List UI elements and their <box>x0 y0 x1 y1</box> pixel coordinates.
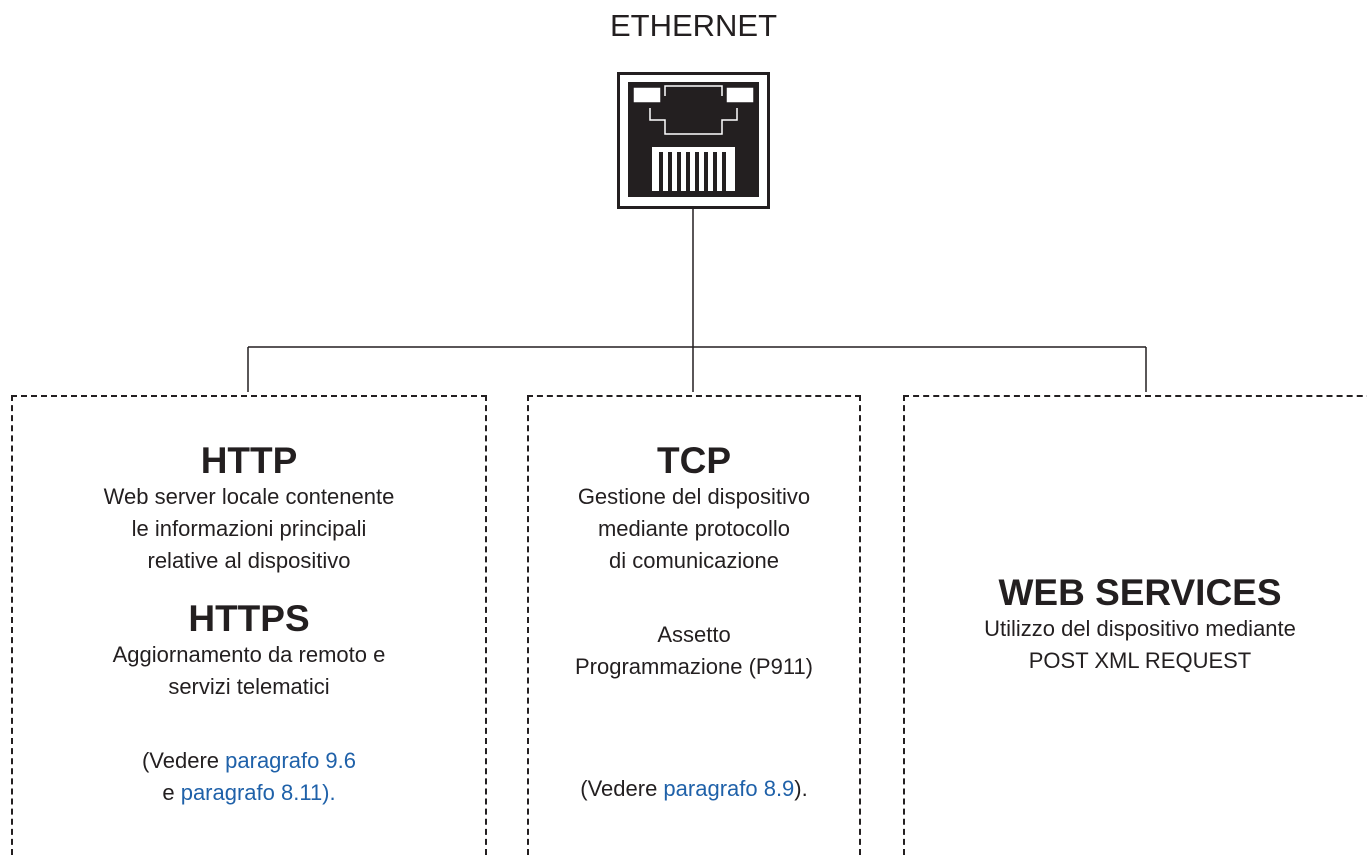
tcp-reference: (Vedere paragrafo 8.9). <box>529 773 859 805</box>
tcp-box: TCP Gestione del dispositivo mediante pr… <box>527 395 861 855</box>
http-line: Web server locale contenente <box>103 484 395 509</box>
web-services-line: POST XML REQUEST <box>1028 648 1252 673</box>
ref-text: . <box>329 780 336 805</box>
https-line: Aggiornamento da remoto e <box>112 642 386 667</box>
https-description: Aggiornamento da remoto e servizi telema… <box>13 639 485 703</box>
web-services-box: WEB SERVICES Utilizzo del dispositivo me… <box>903 395 1367 855</box>
tcp-setup-line: Programmazione (P911) <box>574 654 814 679</box>
https-reference: (Vedere paragrafo 9.6 e paragrafo 8.11). <box>13 745 485 809</box>
web-services-title: WEB SERVICES <box>998 572 1282 613</box>
https-title: HTTPS <box>188 598 310 639</box>
http-description: Web server locale contenente le informaz… <box>13 481 485 577</box>
tcp-setup-line: Assetto <box>657 622 731 647</box>
tcp-description: Gestione del dispositivo mediante protoc… <box>529 481 859 577</box>
paragraph-9-6-link[interactable]: paragrafo 9.6 <box>225 748 357 773</box>
https-line: servizi telematici <box>168 674 330 699</box>
web-services-line: Utilizzo del dispositivo mediante <box>984 616 1296 641</box>
http-line: le informazioni principali <box>131 516 367 541</box>
tcp-setup: Assetto Programmazione (P911) <box>529 619 859 683</box>
ethernet-label: ETHERNET <box>609 8 778 43</box>
ref-text: (Vedere <box>580 776 664 801</box>
http-title: HTTP <box>200 440 298 481</box>
paragraph-8-9-link[interactable]: paragrafo 8.9 <box>663 776 795 801</box>
ref-text: (Vedere <box>141 748 226 773</box>
web-services-description: Utilizzo del dispositivo mediante POST X… <box>905 613 1367 677</box>
tcp-line: Gestione del dispositivo <box>577 484 811 509</box>
paragraph-8-11-link[interactable]: paragrafo 8.11) <box>180 780 330 805</box>
ethernet-port-icon <box>617 72 770 209</box>
ref-text: e <box>162 780 181 805</box>
http-line: relative al dispositivo <box>147 548 351 573</box>
tcp-line: mediante protocollo <box>597 516 790 541</box>
tcp-line: di comunicazione <box>609 548 779 573</box>
http-box: HTTP Web server locale contenente le inf… <box>11 395 487 855</box>
tcp-title: TCP <box>657 440 731 481</box>
ref-text: ). <box>794 776 808 801</box>
